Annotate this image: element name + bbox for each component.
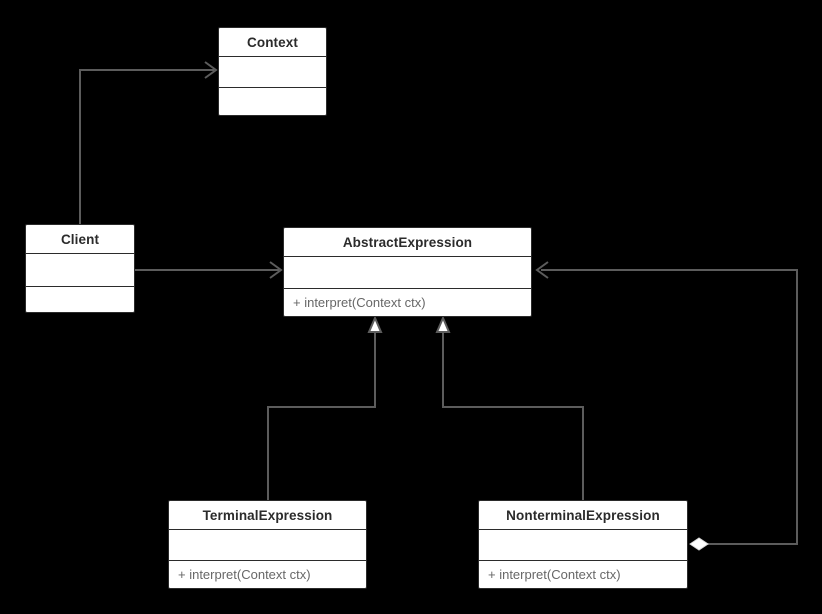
class-box-context[interactable]: Context xyxy=(218,27,327,116)
class-box-nonterminal-expression[interactable]: NonterminalExpression + interpret(Contex… xyxy=(478,500,688,589)
hollow-triangle-nonterminal xyxy=(435,315,451,333)
class-attributes-client xyxy=(26,254,134,287)
edge-nonterminal-abstractexpression xyxy=(442,331,584,500)
hollow-triangle-terminal xyxy=(367,315,383,333)
edge-terminal-abstractexpression xyxy=(267,331,376,500)
class-methods-abstract-expression: + interpret(Context ctx) xyxy=(293,295,426,310)
class-box-abstract-expression[interactable]: AbstractExpression + interpret(Context c… xyxy=(283,227,532,317)
class-attributes-nonterminal-expression xyxy=(479,530,687,561)
class-title-client: Client xyxy=(26,225,134,254)
class-attributes-abstract-expression xyxy=(284,257,531,289)
class-box-client[interactable]: Client xyxy=(25,224,135,313)
class-methods-terminal-expression: + interpret(Context ctx) xyxy=(178,567,311,582)
class-box-terminal-expression[interactable]: TerminalExpression + interpret(Context c… xyxy=(168,500,367,589)
class-methods-client xyxy=(26,287,134,312)
class-title-abstract-expression: AbstractExpression xyxy=(284,228,531,257)
edge-aggregation-nonterminal-abstractexpression xyxy=(541,269,798,545)
hollow-diamond-aggregation xyxy=(689,537,709,551)
open-arrow-client-abstractexpression xyxy=(269,261,283,279)
open-arrow-aggregation xyxy=(535,261,549,279)
class-attributes-context xyxy=(219,57,326,88)
class-title-nonterminal-expression: NonterminalExpression xyxy=(479,501,687,530)
open-arrow-client-context xyxy=(204,61,218,79)
class-attributes-terminal-expression xyxy=(169,530,366,561)
class-methods-context xyxy=(219,88,326,115)
edge-client-context xyxy=(79,69,214,224)
class-title-context: Context xyxy=(219,28,326,57)
class-methods-nonterminal-expression: + interpret(Context ctx) xyxy=(488,567,621,582)
class-title-terminal-expression: TerminalExpression xyxy=(169,501,366,530)
